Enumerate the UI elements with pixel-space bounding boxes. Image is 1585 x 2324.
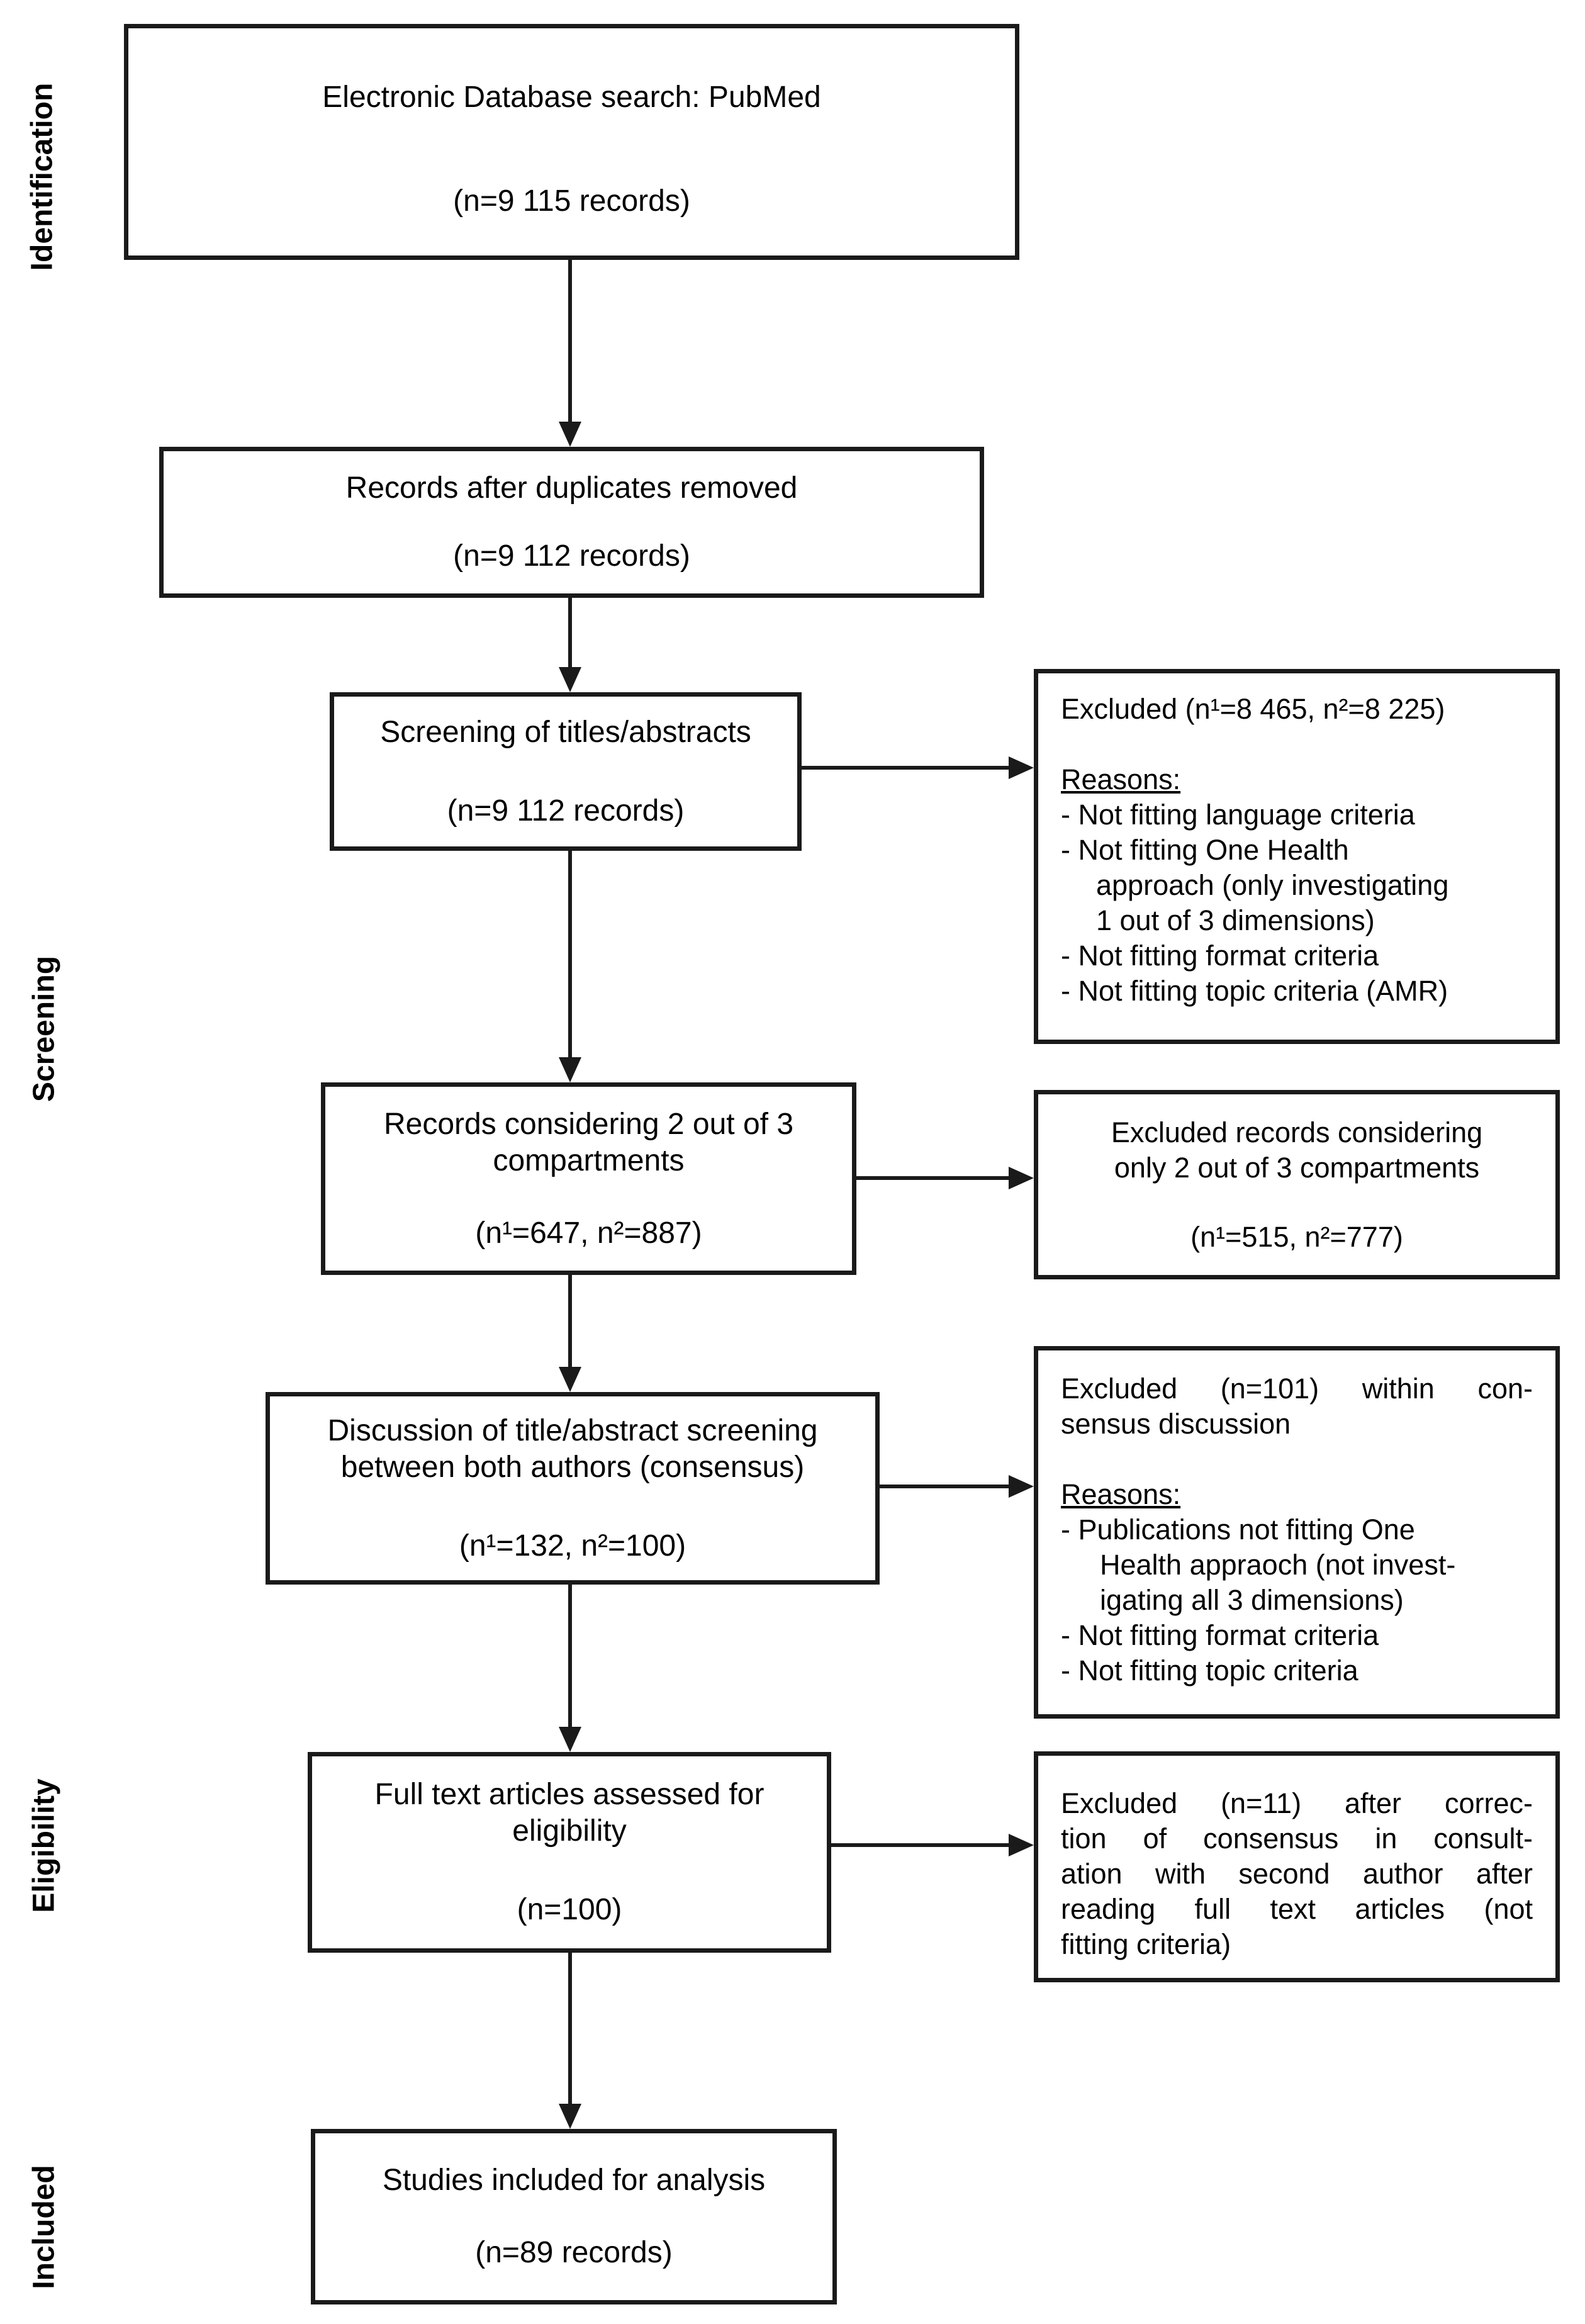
arrow-down-icon <box>568 1275 572 1367</box>
flow-box-title: Records considering 2 out of 3 compartme… <box>383 1107 794 1177</box>
arrow-down-icon <box>568 1953 572 2104</box>
arrow-right-icon <box>880 1485 1009 1488</box>
flow-box-title-abstract-screening: Screening of titles/abstracts (n=9 112 r… <box>330 692 802 851</box>
stage-label-screening: Screening <box>27 955 61 1103</box>
reason-item: - Not fitting topic criteria (AMR) <box>1061 975 1448 1007</box>
reason-item: - Not fitting format criteria <box>1061 940 1379 972</box>
stage-label-eligibility: Eligibility <box>27 1778 61 1913</box>
exclusion-box-fulltext: Excluded (n=11) after correc- tion of co… <box>1034 1751 1560 1982</box>
flow-box-count: (n¹=647, n²=887) <box>475 1216 702 1250</box>
arrow-right-icon <box>802 766 1009 770</box>
reasons-heading: Reasons: <box>1061 1478 1181 1510</box>
flow-box-title: Full text articles assessed for eligibil… <box>374 1778 764 1848</box>
arrow-down-icon <box>568 1585 572 1727</box>
flow-box-count: (n=100) <box>517 1893 622 1926</box>
blank-line <box>1061 1442 1533 1477</box>
reasons-heading: Reasons: <box>1061 763 1181 795</box>
exclusion-text-line: ation with second author after <box>1061 1858 1533 1890</box>
flow-box-count: (n=9 112 records) <box>453 539 690 573</box>
exclusion-header-line: only 2 out of 3 compartments <box>1114 1151 1480 1184</box>
flow-box-studies-included: Studies included for analysis (n=89 reco… <box>311 2129 837 2304</box>
reason-item-continuation: igating all 3 dimensions) <box>1100 1584 1404 1616</box>
exclusion-text-line: Excluded (n=11) after correc- <box>1061 1787 1533 1819</box>
flow-box-title: Studies included for analysis <box>382 2164 766 2197</box>
exclusion-text-line: reading full text articles (not <box>1061 1893 1533 1925</box>
exclusion-count: (n¹=515, n²=777) <box>1190 1220 1403 1253</box>
flow-box-fulltext-eligibility: Full text articles assessed for eligibil… <box>308 1752 831 1953</box>
reason-item-continuation: Health appraoch (not invest- <box>1100 1549 1456 1581</box>
exclusion-box-screening: Excluded (n¹=8 465, n²=8 225) Reasons: -… <box>1034 669 1560 1044</box>
flow-box-title: Screening of titles/abstracts <box>380 715 751 749</box>
exclusion-header: Excluded (n¹=8 465, n²=8 225) <box>1061 693 1445 725</box>
flow-box-consensus-discussion: Discussion of title/abstract screening b… <box>266 1392 880 1585</box>
flow-box-count: (n=89 records) <box>475 2236 673 2269</box>
reason-item: - Not fitting format criteria <box>1061 1619 1379 1651</box>
flow-box-title: Records after duplicates removed <box>345 471 798 505</box>
reason-item: - Publications not fitting One <box>1061 1513 1415 1546</box>
exclusion-text-line: tion of consensus in consult- <box>1061 1822 1533 1855</box>
stage-label-included: Included <box>27 2165 61 2289</box>
exclusion-header-line: sensus discussion <box>1061 1408 1291 1440</box>
flow-box-database-search: Electronic Database search: PubMed (n=9 … <box>124 24 1019 260</box>
exclusion-header: Excluded records considering only 2 out … <box>1111 1115 1482 1186</box>
arrow-down-icon <box>568 851 572 1057</box>
reason-item: - Not fitting topic criteria <box>1061 1654 1358 1687</box>
reason-item: - Not fitting language criteria <box>1061 799 1415 831</box>
arrow-right-icon <box>856 1176 1009 1180</box>
flow-box-count: (n=9 112 records) <box>447 794 685 828</box>
exclusion-header-line: Excluded (n=101) within con- <box>1061 1373 1533 1405</box>
flow-box-count: (n=9 115 records) <box>453 184 690 218</box>
exclusion-box-consensus: Excluded (n=101) within con- sensus disc… <box>1034 1346 1560 1719</box>
blank-line <box>1061 727 1533 762</box>
flow-box-title: Electronic Database search: PubMed <box>322 81 821 114</box>
stage-label-identification: Identification <box>25 82 59 271</box>
arrow-down-icon <box>568 260 572 422</box>
flow-box-title: Discussion of title/abstract screening b… <box>327 1413 818 1484</box>
exclusion-box-two-of-three: Excluded records considering only 2 out … <box>1034 1090 1560 1279</box>
arrow-right-icon <box>831 1843 1009 1847</box>
reason-item-continuation: 1 out of 3 dimensions) <box>1096 904 1375 936</box>
flow-box-two-of-three-compartments: Records considering 2 out of 3 compartme… <box>321 1082 856 1275</box>
exclusion-text-line: fitting criteria) <box>1061 1928 1231 1960</box>
reason-item: - Not fitting One Health <box>1061 834 1349 866</box>
arrow-down-icon <box>568 598 572 667</box>
exclusion-header-line: Excluded records considering <box>1111 1116 1483 1148</box>
flow-box-duplicates-removed: Records after duplicates removed (n=9 11… <box>159 447 984 598</box>
flow-box-count: (n¹=132, n²=100) <box>459 1529 686 1563</box>
reason-item-continuation: approach (only investigating <box>1096 869 1449 901</box>
